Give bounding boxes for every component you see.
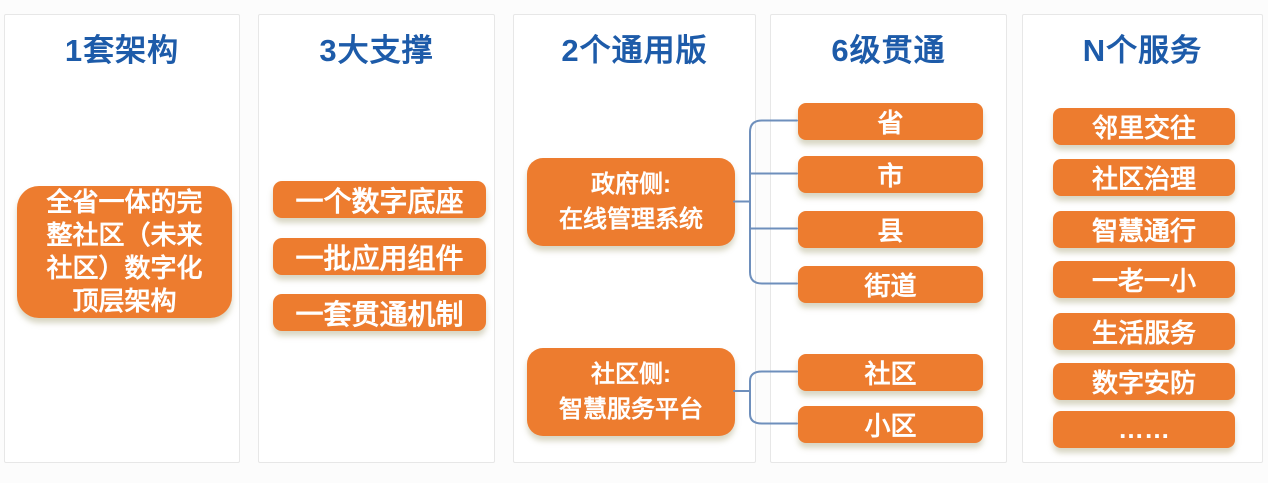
support-box-connectivity-mechanism: 一套贯通机制 [273, 294, 486, 331]
architecture-box: 全省一体的完 整社区（未来 社区）数字化 顶层架构 [17, 186, 232, 318]
service-box-neighborhood: 邻里交往 [1053, 108, 1235, 145]
edition-box-government: 政府侧: 在线管理系统 [527, 158, 735, 246]
level-box-street: 街道 [798, 266, 983, 303]
column-levels: 6级贯通 省 市 县 街道 社区 小区 [770, 14, 1007, 463]
column-supports: 3大支撑 一个数字底座 一批应用组件 一套贯通机制 [258, 14, 495, 463]
column-supports-title: 3大支撑 [319, 33, 434, 68]
support-box-app-components: 一批应用组件 [273, 238, 486, 275]
level-box-community: 社区 [798, 354, 983, 391]
service-box-elderly-children: 一老一小 [1053, 261, 1235, 298]
column-editions: 2个通用版 政府侧: 在线管理系统 社区侧: 智慧服务平台 [513, 14, 756, 463]
support-box-digital-base: 一个数字底座 [273, 181, 486, 218]
column-architecture-title: 1套架构 [64, 33, 180, 68]
column-architecture: 1套架构 全省一体的完 整社区（未来 社区）数字化 顶层架构 [4, 14, 240, 463]
level-box-province: 省 [798, 103, 983, 140]
column-editions-title: 2个通用版 [561, 33, 708, 68]
column-levels-title: 6级贯通 [831, 33, 946, 68]
column-services-title: N个服务 [1082, 33, 1203, 68]
level-box-county: 县 [798, 211, 983, 248]
service-box-governance: 社区治理 [1053, 159, 1235, 196]
service-box-digital-security: 数字安防 [1053, 363, 1235, 400]
level-box-city: 市 [798, 156, 983, 193]
service-box-life-services: 生活服务 [1053, 313, 1235, 350]
service-box-ellipsis: …… [1053, 411, 1235, 448]
edition-box-community: 社区侧: 智慧服务平台 [527, 348, 735, 436]
level-box-residential-district: 小区 [798, 406, 983, 443]
column-services: N个服务 邻里交往 社区治理 智慧通行 一老一小 生活服务 数字安防 …… [1022, 14, 1263, 463]
service-box-smart-access: 智慧通行 [1053, 211, 1235, 248]
